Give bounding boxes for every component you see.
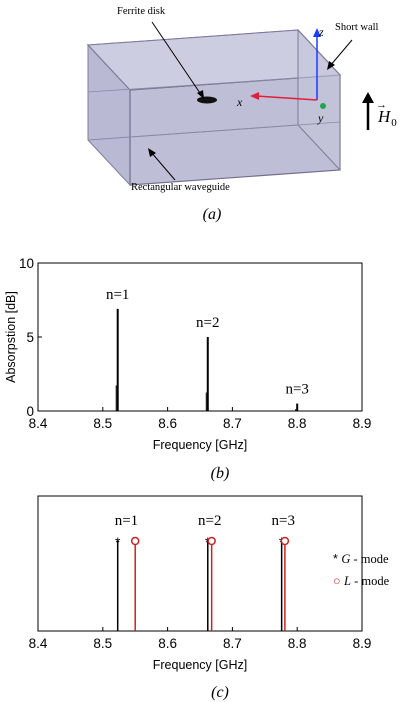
short-wall-pointer [329, 39, 353, 67]
waveguide-pointer-head [148, 148, 156, 157]
plot-c-legend-text-2: - mode [351, 574, 390, 588]
plot-b-peaks: n=1 n=2 n=3 [106, 287, 309, 411]
plot-c-frame [37, 495, 363, 632]
waveguide-pointer [150, 151, 176, 181]
plot-c-legend: * G - mode○ L - mode [333, 552, 390, 588]
caption-a: (a) [203, 206, 222, 223]
plot-c-legend-entry-1: * G - mode [333, 552, 389, 566]
x-axis-arrowhead [250, 92, 259, 100]
ferrite-disk [197, 96, 217, 104]
plot-b-ytick-label-1: 5 [26, 330, 34, 345]
plot-c-xtick-label-5: 8.9 [353, 636, 372, 651]
plot-c-circle-marker-2 [207, 536, 216, 546]
plot-c-legend-mode-letter-1: G [341, 552, 350, 566]
plot-c-xtick-label-3: 8.7 [223, 636, 242, 651]
plot-c-legend-mode-letter-2: L [343, 574, 351, 588]
plot-c-xtick-label-4: 8.8 [288, 636, 307, 651]
plot-c-group-label-3: n=3 [272, 513, 295, 529]
plot-c-legend-symbol-1: * [333, 552, 341, 566]
ferrite-disk-label: Ferrite disk [117, 6, 166, 17]
plot-c-group-label-2: n=2 [198, 513, 221, 529]
plot-b-peak-label-3: n=3 [285, 382, 308, 398]
plot-b-ylabel: Absorpstion [dB] [4, 291, 18, 383]
axis-label-z: z [318, 25, 324, 39]
field-label-arrow: → [376, 99, 387, 111]
plot-c-marks: ***n=1n=2n=3 [115, 513, 295, 631]
panel-b: 8.4 8.5 8.6 8.7 8.8 8.9 0 5 10 n=1 n=2 n=3 Frequen… [4, 256, 371, 482]
plot-c-circle-marker-3 [280, 536, 290, 546]
field-arrow-head [362, 92, 374, 103]
plot-b-xlabel: Frequency [GHz] [153, 438, 247, 452]
plot-c-xtick-label-2: 8.6 [158, 636, 177, 651]
plot-c-xlabel: Frequency [GHz] [153, 658, 247, 672]
short-wall-label: Short wall [335, 22, 379, 33]
ferrite-disk-pointer [151, 21, 203, 97]
plot-b-ticks: 8.4 8.5 8.6 8.7 8.8 8.9 0 5 10 [19, 256, 371, 431]
plot-c-star-marker-1: * [115, 534, 121, 550]
axis-label-x: x [236, 95, 243, 109]
caption-b: (b) [211, 465, 230, 482]
plot-b-xtick-label-1: 8.5 [93, 416, 112, 431]
field-label-H-sub: 0 [391, 117, 397, 129]
panel-c: 8.48.58.68.78.88.9 ***n=1n=2n=3 * G - mo… [29, 495, 390, 701]
x-axis [255, 95, 318, 101]
plot-c-legend-entry-2: ○ L - mode [333, 574, 390, 588]
y-axis-dot [320, 103, 326, 109]
plot-c-ticks: 8.4 8.5 8.6 8.7 8.8 8.9 [29, 627, 372, 651]
plot-b-xtick-label-3: 8.7 [223, 416, 242, 431]
plot-b-xtick-label-2: 8.6 [158, 416, 177, 431]
field-label-H-main: H [377, 107, 392, 126]
plot-b-ytick-label-2: 10 [19, 256, 34, 271]
plot-b-peak-label-1: n=1 [106, 287, 129, 303]
short-wall-pointer-head [327, 61, 335, 70]
plot-b-xtick-label-5: 8.9 [353, 416, 372, 431]
plot-c-xtick-label-0: 8.4 [29, 636, 48, 651]
plot-c-circle-marker-1 [130, 536, 140, 546]
plot-c-legend-symbol-2: ○ [333, 574, 344, 588]
plot-b-xtick-label-4: 8.8 [288, 416, 307, 431]
caption-c: (c) [211, 684, 229, 701]
plot-b-xtick-label-0: 8.4 [29, 416, 48, 431]
waveguide-mid-line-1 [87, 77, 299, 93]
plot-b-peak-label-2: n=2 [196, 315, 219, 331]
plot-c-legend-text-1: - mode [350, 552, 389, 566]
plot-c-xtick-label-1: 8.5 [93, 636, 112, 651]
ferrite-disk-pointer-head [197, 90, 204, 99]
plot-b-frame [37, 262, 363, 412]
panel-a: z x y Ferrite disk Short wall Rectangula… [86, 6, 397, 223]
field-label-H: H0 [377, 107, 397, 129]
plot-c-group-label-1: n=1 [115, 513, 138, 529]
waveguide-label: Rectangular waveguide [131, 182, 230, 193]
plot-b-ytick-label-0: 0 [26, 404, 34, 419]
axis-label-y: y [317, 111, 324, 125]
z-axis-arrowhead [313, 28, 321, 37]
waveguide-mid-line-2 [129, 121, 341, 138]
